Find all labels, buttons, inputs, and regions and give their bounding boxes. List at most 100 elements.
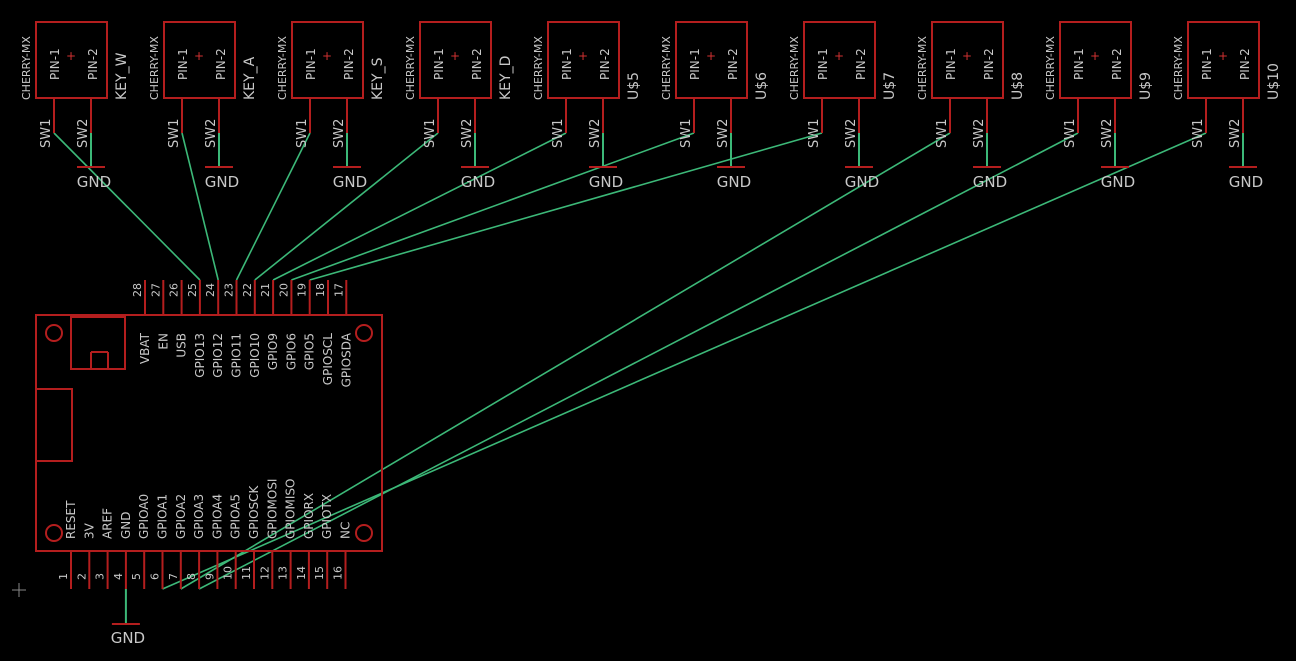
switch-plus-mark: + [1090, 49, 1100, 63]
switch-name: KEY_W [114, 52, 130, 100]
top-pin-number: 18 [314, 283, 327, 297]
sw2-label: SW2 [332, 119, 347, 148]
switch-pin1-label: PIN-1 [432, 48, 446, 80]
gnd-label: GND [333, 173, 367, 191]
bottom-pin-label: GPIOA5 [229, 494, 243, 539]
switch-part-label: CHERRY-MX [1172, 36, 1185, 100]
sw2-label: SW2 [844, 119, 859, 148]
switch-pin2-label: PIN-2 [86, 48, 100, 80]
switch-plus-mark: + [706, 49, 716, 63]
bottom-pin-label: GPIOSCK [247, 484, 261, 539]
gnd-label: GND [205, 173, 239, 191]
switch-plus-mark: + [1218, 49, 1228, 63]
bottom-pin-label: GPIOMOSI [265, 479, 279, 539]
switch-part-label: CHERRY-MX [916, 36, 929, 100]
top-pin-label: GPIO10 [248, 333, 262, 378]
switch-part-label: CHERRY-MX [788, 36, 801, 100]
net-wire [162, 132, 1207, 590]
sw1-label: SW1 [935, 119, 950, 148]
switch-pin2-label: PIN-2 [598, 48, 612, 80]
top-pin-number: 20 [277, 283, 290, 297]
switch-body [675, 21, 748, 99]
bottom-pin-number: 16 [332, 566, 345, 580]
gnd-label: GND [845, 173, 879, 191]
net-wire [181, 132, 219, 281]
switch-body [1187, 21, 1260, 99]
switch-body [803, 21, 876, 99]
switch-name: KEY_D [498, 56, 514, 100]
bottom-pin-number: 9 [203, 573, 216, 580]
switch-pin1-label: PIN-1 [176, 48, 190, 80]
sw1-label: SW1 [807, 119, 822, 148]
top-pin-label: GPIO12 [211, 333, 225, 378]
top-pin-label: GPIO5 [303, 333, 317, 370]
switch-body [291, 21, 364, 99]
switch-pin2-label: PIN-2 [342, 48, 356, 80]
sw1-label: SW1 [295, 119, 310, 148]
top-pin-label: GPIO6 [284, 333, 298, 370]
switch-part-label: CHERRY-MX [532, 36, 545, 100]
sw1-label: SW1 [167, 119, 182, 148]
bottom-pin-label: GPIORX [302, 493, 316, 539]
switch-pin1-label: PIN-1 [944, 48, 958, 80]
bottom-pin-label: GPIOA4 [210, 494, 224, 539]
mounting-hole [45, 324, 63, 342]
switch-pin2-label: PIN-2 [1110, 48, 1124, 80]
sw1-label: SW1 [1191, 119, 1206, 148]
gnd-label: GND [1229, 173, 1263, 191]
net-wire [53, 132, 201, 281]
switch-plus-mark: + [194, 49, 204, 63]
sw2-label: SW2 [204, 119, 219, 148]
bottom-pin-number: 7 [167, 573, 180, 580]
board-gnd-label: GND [111, 629, 145, 647]
bottom-pin-number: 1 [57, 573, 70, 580]
switch-part-label: CHERRY-MX [660, 36, 673, 100]
sw2-label: SW2 [1228, 119, 1243, 148]
switch-pin1-label: PIN-1 [1072, 48, 1086, 80]
bottom-pin-label: GPIOA3 [192, 494, 206, 539]
top-pin-label: VBAT [138, 332, 152, 364]
switch-plus-mark: + [962, 49, 972, 63]
net-wire [198, 132, 1079, 590]
bottom-pin-number: 3 [94, 573, 107, 580]
mounting-hole [355, 324, 373, 342]
switch-part-label: CHERRY-MX [404, 36, 417, 100]
switch-plus-mark: + [834, 49, 844, 63]
usb-connector [70, 316, 126, 370]
net-wire [291, 132, 695, 281]
bottom-pin-number: 11 [240, 566, 253, 580]
bottom-pin-number: 4 [112, 573, 125, 580]
switch-plus-mark: + [66, 49, 76, 63]
bottom-pin-number: 14 [295, 566, 308, 580]
top-pin-number: 24 [204, 283, 217, 297]
switch-body [1059, 21, 1132, 99]
sw1-label: SW1 [39, 119, 54, 148]
switch-pin1-label: PIN-1 [816, 48, 830, 80]
switch-body [419, 21, 492, 99]
switch-pin2-label: PIN-2 [854, 48, 868, 80]
switch-pin2-label: PIN-2 [726, 48, 740, 80]
top-pin-number: 26 [168, 283, 181, 297]
sw2-label: SW2 [716, 119, 731, 148]
switch-name: KEY_A [242, 56, 258, 100]
switch-body [931, 21, 1004, 99]
switch-pin2-label: PIN-2 [214, 48, 228, 80]
switch-name: U$7 [882, 72, 898, 100]
bottom-pin-label: GPIOA1 [156, 494, 170, 539]
gnd-label: GND [77, 173, 111, 191]
sw1-label: SW1 [423, 119, 438, 148]
switch-part-label: CHERRY-MX [20, 36, 33, 100]
net-wire [235, 132, 311, 281]
mounting-hole [45, 524, 63, 542]
